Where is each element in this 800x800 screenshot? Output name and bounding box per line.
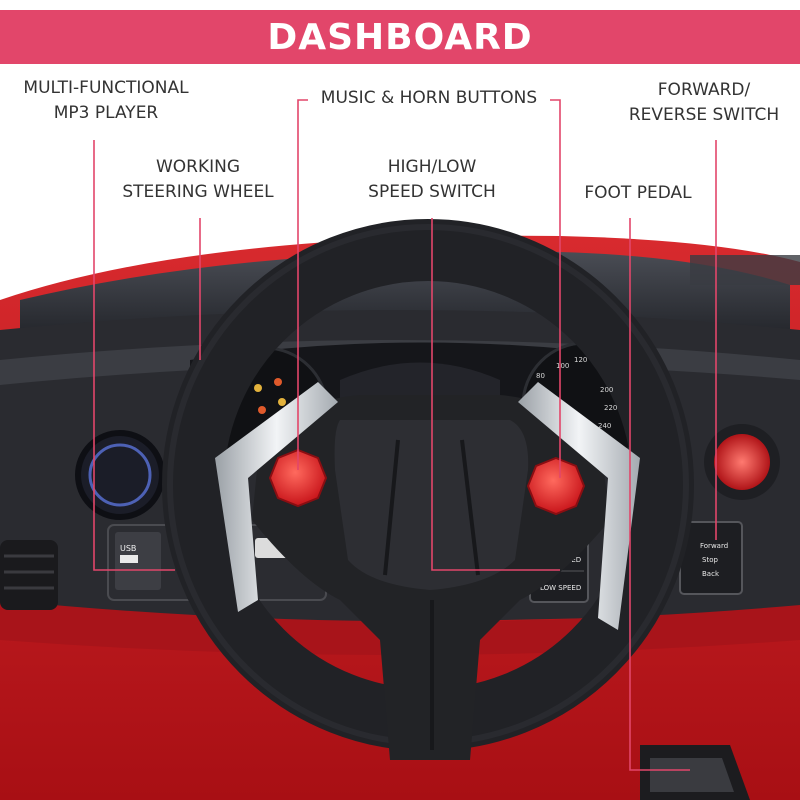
usb-text: USB <box>120 544 136 553</box>
label-mp3-line2: MP3 PLAYER <box>53 103 159 123</box>
red-knob <box>704 424 780 500</box>
label-foot-pedal-text: FOOT PEDAL <box>584 183 692 203</box>
left-gauge <box>75 430 165 520</box>
foot-pedal <box>640 745 750 800</box>
label-music-horn-text: MUSIC & HORN BUTTONS <box>320 88 538 108</box>
label-forward-line2: REVERSE SWITCH <box>628 105 780 125</box>
speedo-tick-label: 80 <box>536 372 545 380</box>
speedo-tick-label: 120 <box>574 356 587 364</box>
leader-mp3 <box>93 140 175 571</box>
leader-speed <box>431 218 560 571</box>
banner-title: DASHBOARD <box>267 16 533 58</box>
leader-music-right <box>550 99 561 478</box>
label-steering-line2: STEERING WHEEL <box>122 182 274 202</box>
label-mp3-line1: MULTI-FUNCTIONAL <box>23 78 189 98</box>
label-speed-line1: HIGH/LOW <box>387 157 477 177</box>
label-speed-line2: SPEED SWITCH <box>368 182 496 202</box>
label-forward-reverse: FORWARD/ REVERSE SWITCH <box>612 78 796 128</box>
speedo-tick-label: 240 <box>598 422 611 430</box>
label-mp3-player: MULTI-FUNCTIONAL MP3 PLAYER <box>6 76 206 126</box>
stop-text: Stop <box>702 556 718 564</box>
header-banner: DASHBOARD <box>0 10 800 64</box>
air-vent <box>0 540 58 610</box>
speedo-tick-label: 220 <box>604 404 617 412</box>
speedo-tick-label: 100 <box>556 362 569 370</box>
label-speed-switch: HIGH/LOW SPEED SWITCH <box>346 155 518 205</box>
label-music-horn: MUSIC & HORN BUTTONS <box>305 86 553 111</box>
steering-wheel <box>162 219 694 760</box>
forward-text: Forward <box>700 542 728 550</box>
label-steering-wheel: WORKING STEERING WHEEL <box>108 155 288 205</box>
leader-pedal <box>629 218 690 771</box>
speedometer-ticks: 80 100 120 200 220 240 <box>536 356 617 430</box>
label-forward-line1: FORWARD/ <box>657 80 751 100</box>
leader-music-left <box>297 99 308 470</box>
label-foot-pedal: FOOT PEDAL <box>566 181 710 206</box>
back-text: Back <box>702 570 720 578</box>
music-horn-buttons <box>268 448 586 516</box>
speedo-tick-label: 200 <box>600 386 613 394</box>
low-speed-text: LOW SPEED <box>540 584 581 592</box>
leader-lines <box>93 99 717 771</box>
label-steering-line1: WORKING <box>155 157 241 177</box>
